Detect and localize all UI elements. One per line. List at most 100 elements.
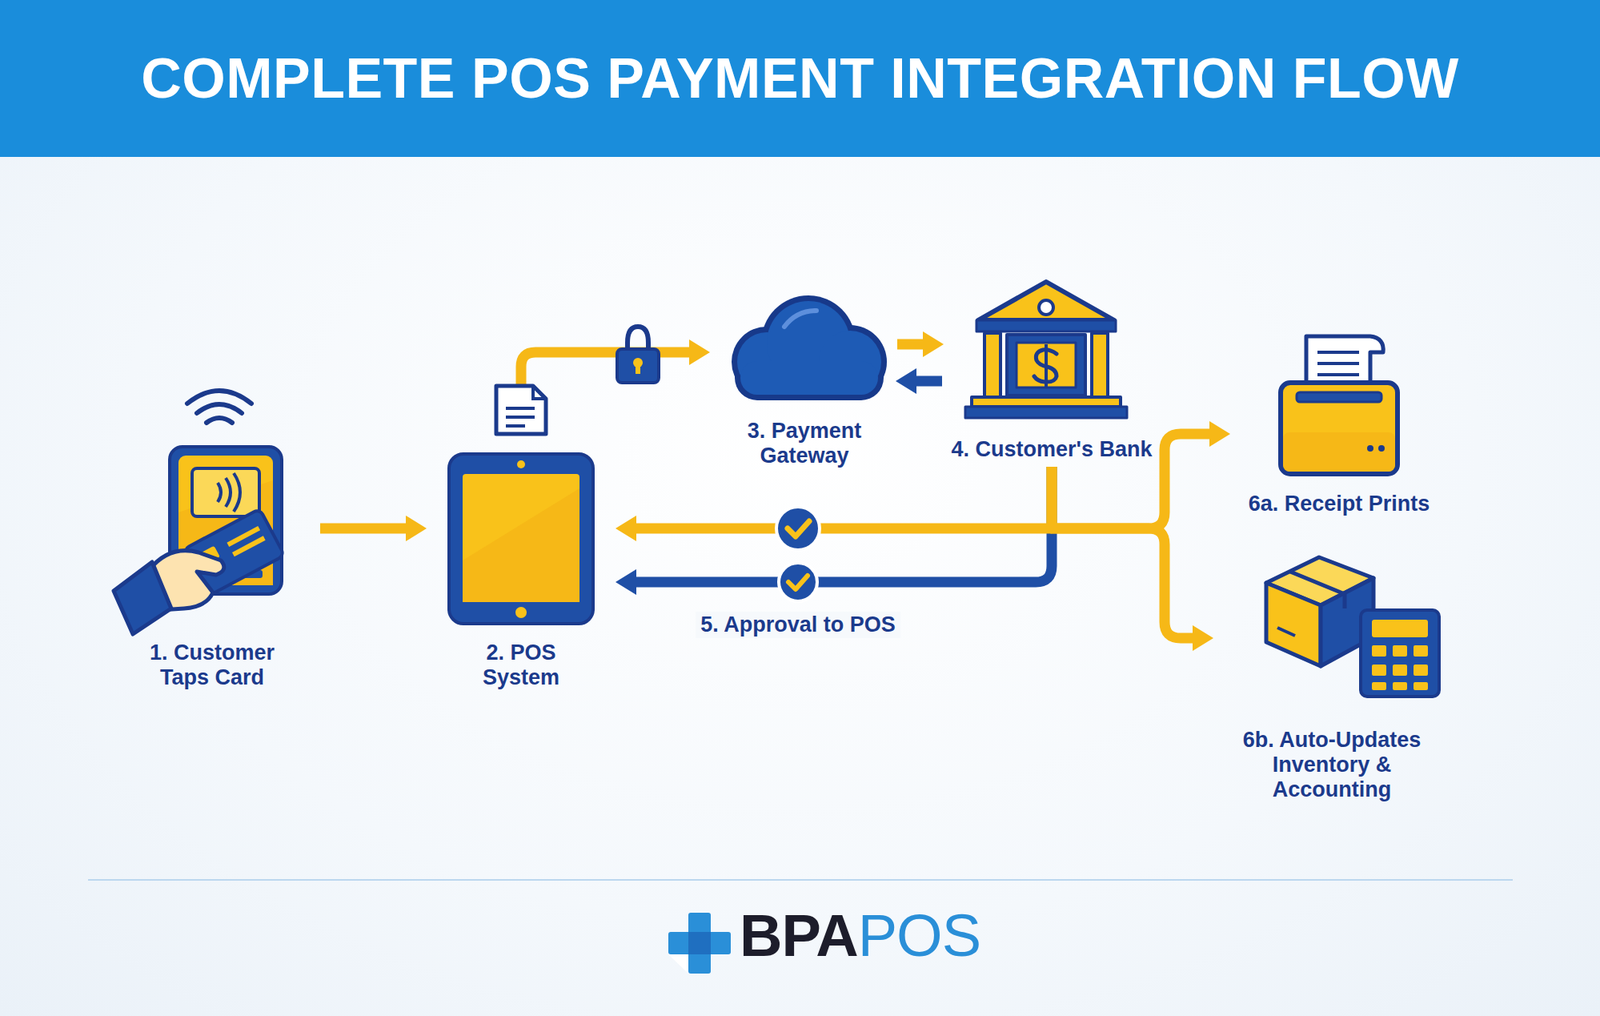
card-terminal-icon — [232, 535, 266, 557]
connector-line — [897, 339, 925, 350]
calculator-icon — [1360, 609, 1440, 697]
calculator-icon — [1371, 645, 1428, 690]
calculator-icon — [1392, 664, 1408, 676]
arrowhead — [1192, 625, 1214, 651]
calculator-icon — [1392, 681, 1408, 690]
receipt-step: 6a. Receipt Prints — [1236, 328, 1442, 517]
cloud-icon — [740, 360, 879, 395]
check-badge — [776, 506, 820, 602]
cloud-icon — [734, 355, 884, 401]
printer-icon — [1317, 361, 1360, 365]
connector-line — [634, 466, 1052, 582]
inventory-box-icon — [1266, 557, 1374, 666]
connector-line — [320, 523, 408, 534]
flow-connector — [521, 339, 710, 386]
check-badge — [787, 521, 810, 537]
footer-divider — [88, 878, 1513, 881]
flow-connector — [1051, 466, 1214, 651]
calculator-icon — [1413, 681, 1428, 690]
connector-line — [1051, 466, 1195, 638]
connector-line — [521, 352, 691, 386]
pos-tablet-icon — [533, 385, 546, 399]
arrowhead — [405, 515, 427, 542]
pos-tablet-icon — [515, 606, 527, 618]
logo-mark — [668, 912, 731, 974]
logo-mark — [668, 954, 689, 974]
calculator-icon — [1371, 645, 1387, 657]
calculator-icon — [1360, 609, 1440, 697]
step-label: 2. POS System — [465, 640, 578, 690]
pos-tablet-icon — [449, 453, 594, 624]
step-label: 6b. Auto-Updates Inventory & Accounting — [1222, 727, 1443, 803]
bank-step: 4. Customer's Bank — [946, 276, 1157, 462]
card-terminal-icon — [196, 404, 242, 414]
printer-icon — [1280, 336, 1398, 474]
printer-icon — [1317, 350, 1360, 354]
flow-connector — [320, 515, 427, 542]
pos-tablet-icon — [449, 385, 594, 624]
connector-line — [634, 523, 1052, 534]
printer-icon — [1367, 445, 1374, 452]
cloud-icon — [737, 300, 882, 395]
calculator-icon — [1413, 664, 1428, 676]
card-terminal-icon — [217, 482, 221, 502]
page-title: COMPLETE POS PAYMENT INTEGRATION FLOW — [140, 46, 1460, 111]
step-label: 1. Customer Taps Card — [136, 640, 289, 690]
lock-icon — [617, 348, 659, 383]
pos-tablet-icon — [517, 460, 526, 469]
card-terminal-step: 1. Customer Taps Card — [112, 400, 313, 690]
payment-gateway-step: 3. Payment Gateway — [716, 300, 893, 469]
calculator-icon — [1392, 645, 1408, 657]
inventory-step: 6b. Auto-Updates Inventory & Accounting — [1219, 552, 1444, 803]
logo-mark — [668, 931, 731, 955]
pos-tablet-icon — [496, 385, 546, 434]
printer-icon — [1378, 445, 1385, 452]
pos-tablet-icon — [462, 473, 580, 602]
check-badge — [776, 506, 820, 550]
inventory-box-icon — [1266, 582, 1321, 666]
arrowhead — [689, 339, 710, 365]
inventory-box-icon — [1290, 571, 1345, 609]
printer-icon — [1283, 432, 1396, 472]
printer-icon — [1317, 372, 1360, 377]
pos-tablet-icon — [505, 424, 526, 428]
bank-icon — [976, 320, 1116, 332]
card-terminal-icon — [206, 417, 233, 423]
bank-icon — [1016, 342, 1076, 388]
check-badge — [778, 562, 818, 602]
card-terminal-icon — [187, 390, 252, 404]
card-terminal-icon — [192, 468, 260, 517]
lock-icon — [617, 326, 659, 383]
step-label: 6a. Receipt Prints — [1248, 491, 1431, 517]
card-terminal-icon — [225, 477, 231, 507]
brand-logo: BPAPOS — [739, 906, 981, 966]
check-badge — [788, 575, 808, 590]
inventory-box-icon — [1277, 627, 1296, 636]
card-terminal-icon — [113, 390, 285, 634]
arrowhead — [615, 515, 637, 542]
arrowhead — [895, 368, 917, 394]
bank-icon — [978, 281, 1115, 321]
arrowhead — [1209, 421, 1231, 447]
bank-icon — [965, 406, 1127, 418]
bank-icon — [984, 332, 1001, 397]
edge-label: 5. Approval to POS — [695, 611, 901, 638]
logo-mark — [688, 931, 711, 955]
step-label: 3. Payment Gateway — [728, 418, 881, 469]
printer-icon — [1296, 392, 1382, 402]
bank-icon — [971, 396, 1121, 407]
pos-tablet-icon — [505, 406, 535, 410]
flow-connector — [615, 466, 1052, 595]
calculator-icon — [1371, 619, 1428, 638]
pos-system-step: 2. POS System — [433, 376, 610, 690]
card-terminal-icon — [113, 561, 172, 634]
pos-tablet-icon — [462, 488, 580, 602]
bank-icon — [965, 281, 1127, 418]
cloud-icon — [731, 295, 887, 401]
flow-connector — [897, 331, 944, 357]
logo-mark — [688, 912, 711, 974]
arrowhead — [615, 569, 637, 595]
flow-connector — [895, 368, 943, 394]
calculator-icon — [1371, 681, 1387, 690]
lock-icon — [635, 364, 641, 374]
